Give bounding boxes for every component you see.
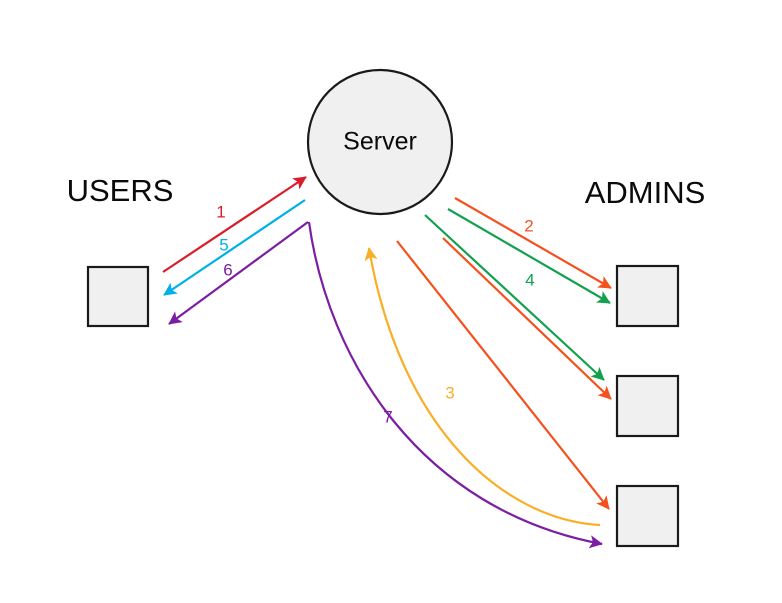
edge-label-3: 3 [445, 383, 454, 402]
edge-edge-4b [424, 214, 605, 381]
group-label-admins: ADMINS [585, 175, 706, 210]
nodes-layer [86, 68, 680, 548]
node-admin1[interactable] [615, 264, 680, 328]
edge-label-5: 5 [219, 235, 228, 254]
edge-edge-3 [364, 247, 601, 527]
node-label-server: Server [343, 128, 417, 156]
edge-edge-5 [163, 199, 306, 296]
edge-edge-4 [447, 208, 611, 304]
edge-edge-1 [162, 176, 307, 273]
node-admin3[interactable] [615, 484, 680, 548]
edge-edge-7 [307, 221, 603, 549]
edge-label-2: 2 [524, 216, 533, 235]
edge-edge-2b [442, 237, 612, 400]
edges-layer [162, 176, 612, 549]
edge-label-7: 7 [383, 407, 392, 426]
edge-label-4: 4 [525, 270, 534, 289]
edge-edge-2c [396, 240, 610, 510]
node-user1[interactable] [86, 265, 150, 328]
edge-label-1: 1 [216, 202, 225, 221]
group-label-users: USERS [67, 173, 174, 208]
edge-edge-6 [168, 221, 309, 325]
edge-label-6: 6 [223, 260, 232, 279]
edge-edge-2 [454, 197, 612, 289]
node-server[interactable] [306, 68, 454, 216]
node-admin2[interactable] [615, 374, 680, 438]
